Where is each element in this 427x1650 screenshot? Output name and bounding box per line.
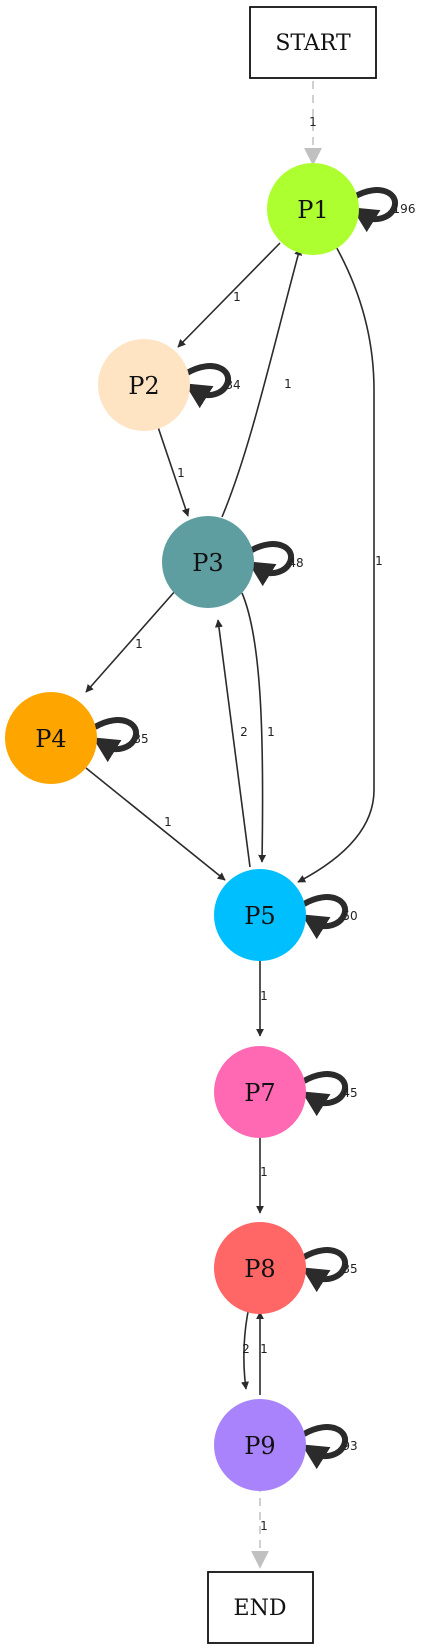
node-p9: P9 <box>214 1399 306 1491</box>
end-box: END <box>207 1571 314 1644</box>
self-loop-p4 <box>92 717 140 763</box>
self-loop-label-p9: 93 <box>342 1439 357 1453</box>
self-loops-layer: 196 34 48 35 50 45 35 93 <box>92 187 416 1470</box>
node-p7-label: P7 <box>244 1079 275 1107</box>
self-loop-label-p8: 35 <box>342 1262 357 1276</box>
node-p8: P8 <box>214 1222 306 1314</box>
self-loop-label-p2: 34 <box>225 378 240 392</box>
edge-p8-p9 <box>241 1306 250 1390</box>
edge-label-p3-p4: 1 <box>135 637 143 651</box>
edge-p4-p5 <box>85 767 226 881</box>
self-loop-p5 <box>301 894 349 940</box>
node-p4: P4 <box>5 692 97 784</box>
edge-p3-p4 <box>85 589 177 693</box>
edge-label-p3-p1: 1 <box>284 377 292 391</box>
node-p7: P7 <box>214 1046 306 1138</box>
start-box: START <box>249 6 377 79</box>
node-p5-label: P5 <box>244 902 275 930</box>
self-loop-p8 <box>301 1247 349 1293</box>
self-loop-label-p3: 48 <box>288 556 303 570</box>
node-p1: P1 <box>267 163 359 255</box>
node-p9-label: P9 <box>244 1432 275 1460</box>
node-p8-circle <box>214 1222 306 1314</box>
node-p7-circle <box>214 1046 306 1138</box>
edge-label-p9-p8: 1 <box>260 1342 268 1356</box>
edge-p5-p3 <box>214 619 251 868</box>
node-p8-label: P8 <box>244 1255 275 1283</box>
edge-label-p3-p5: 1 <box>267 725 275 739</box>
edge-label-p9-end: 1 <box>260 1519 268 1533</box>
edge-p1-p5 <box>297 242 375 883</box>
edge-p1-p2 <box>177 242 281 348</box>
self-loop-p1 <box>351 187 399 233</box>
self-loop-label-p4: 35 <box>133 732 148 746</box>
node-p5-circle <box>214 869 306 961</box>
node-p3: P3 <box>162 516 254 608</box>
node-p4-label: P4 <box>35 725 66 753</box>
edge-label-p4-p5: 1 <box>164 815 172 829</box>
edge-p2-p3 <box>157 426 190 517</box>
self-loop-p9 <box>301 1424 349 1470</box>
edges-layer: 1 1 1 1 1 1 1 2 1 1 1 2 <box>85 81 383 1569</box>
edge-label-p7-p8: 1 <box>260 1165 268 1179</box>
node-p2-label: P2 <box>128 372 159 400</box>
self-loop-p7 <box>301 1071 349 1117</box>
node-p1-label: P1 <box>297 196 328 224</box>
edge-label-p1-p5: 1 <box>375 554 383 568</box>
node-p2: P2 <box>98 339 190 431</box>
node-p2-circle <box>98 339 190 431</box>
self-loop-p3 <box>247 541 295 587</box>
edge-label-p1-p2: 1 <box>233 290 241 304</box>
edge-label-p5-p3: 2 <box>240 725 248 739</box>
node-p3-label: P3 <box>192 549 223 577</box>
node-p1-circle <box>267 163 359 255</box>
edge-p3-p5 <box>241 592 267 863</box>
node-p5: P5 <box>214 869 306 961</box>
edge-p3-p1 <box>221 247 303 518</box>
start-label: START <box>275 31 351 56</box>
node-p4-circle <box>5 692 97 784</box>
end-label: END <box>234 1596 287 1621</box>
self-loop-label-p1: 196 <box>393 202 416 216</box>
edge-label-p8-p9: 2 <box>242 1342 250 1356</box>
self-loop-label-p7: 45 <box>342 1086 357 1100</box>
edge-label-p2-p3: 1 <box>177 466 185 480</box>
edge-label-p5-p7: 1 <box>260 989 268 1003</box>
node-p9-circle <box>214 1399 306 1491</box>
edge-label-start-p1: 1 <box>309 115 317 129</box>
node-p3-circle <box>162 516 254 608</box>
self-loop-p2 <box>184 363 232 409</box>
self-loop-label-p5: 50 <box>342 909 357 923</box>
